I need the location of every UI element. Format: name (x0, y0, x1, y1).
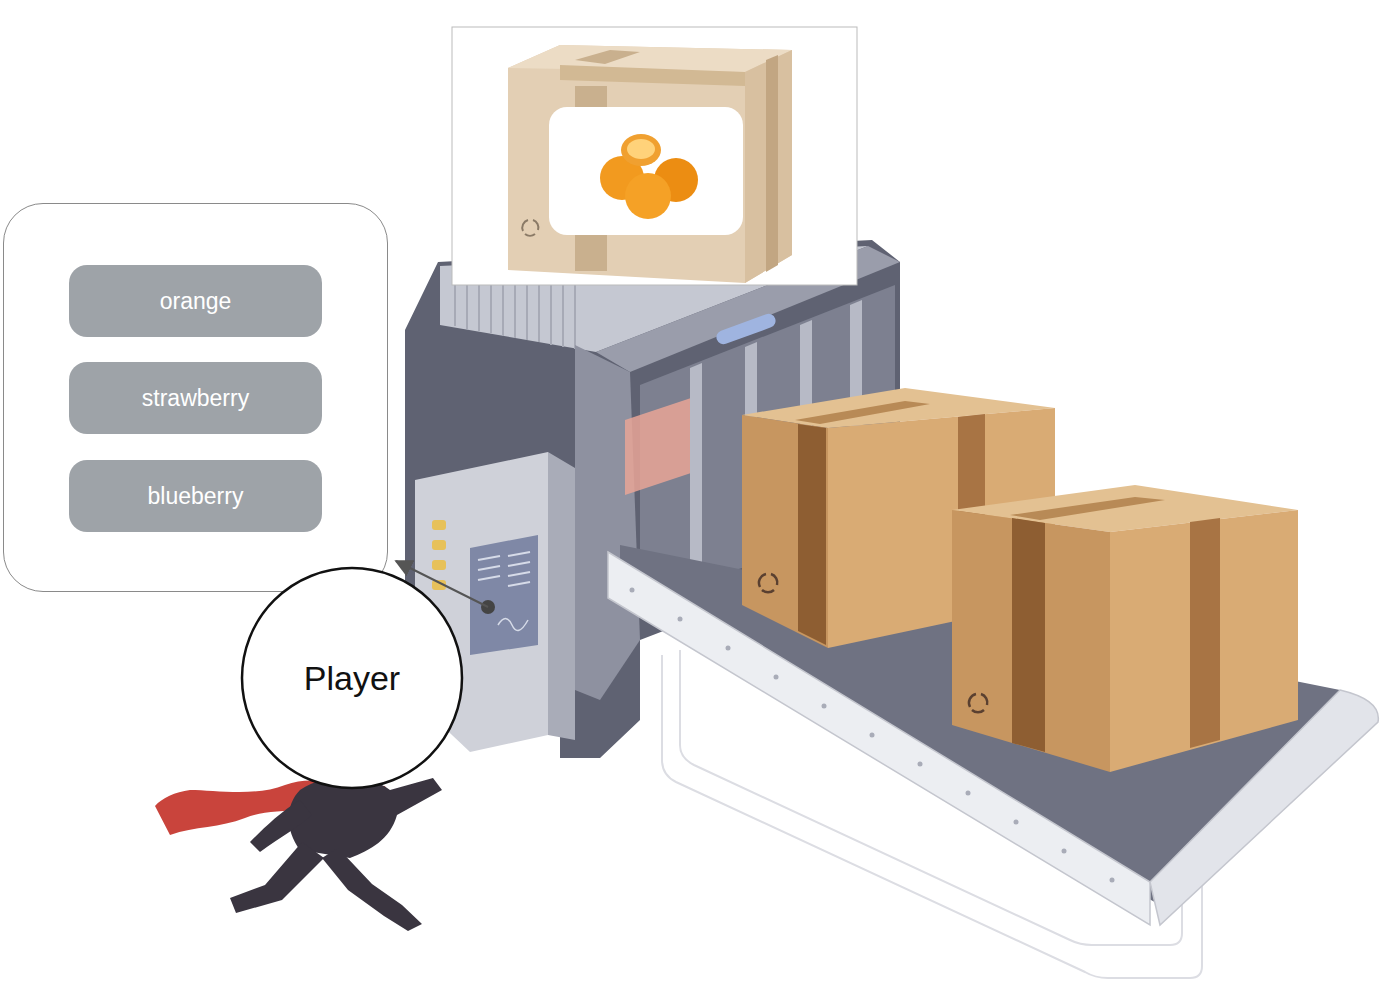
running-figure (322, 848, 422, 931)
option-button: blueberry (69, 460, 322, 532)
recycle-symbol (762, 590, 774, 592)
scanner-machine (478, 576, 500, 580)
product-card (508, 45, 792, 72)
scanner-machine (575, 345, 640, 700)
option-label: orange (160, 288, 232, 315)
scanner-machine (625, 395, 700, 495)
scanner-machine (508, 572, 530, 576)
scanner-machine (508, 562, 530, 566)
conveyor-belt (966, 791, 971, 796)
scanner-machine (478, 556, 500, 560)
scanner-machine (508, 582, 530, 586)
conveyor-belt (1110, 878, 1115, 883)
running-figure (155, 777, 442, 931)
player-circle: Player (240, 566, 464, 790)
option-label: strawberry (142, 385, 249, 412)
scanner-machine (714, 312, 777, 346)
recycle-symbol (969, 694, 987, 712)
cardboard-box (1190, 518, 1220, 748)
conveyor-belt (630, 588, 635, 593)
product-card (452, 27, 857, 285)
scanner-machine (432, 540, 446, 550)
product-card (625, 173, 671, 219)
product-card (525, 234, 535, 236)
conveyor-belt (774, 675, 779, 680)
scanner-machine (432, 560, 446, 570)
product-card (575, 50, 640, 64)
option-button: orange (69, 265, 322, 337)
recycle-symbol (969, 694, 976, 707)
running-figure (289, 777, 442, 858)
cardboard-box (798, 424, 826, 645)
product-card (508, 45, 792, 283)
scanner-machine (432, 520, 446, 530)
conveyor-belt (870, 733, 875, 738)
scanner-machine (548, 452, 575, 740)
scanner-machine (470, 535, 538, 655)
conveyor-belt (1014, 820, 1019, 825)
conveyor-belt (726, 646, 731, 651)
cardboard-box (952, 510, 1110, 772)
conveyor-belt (918, 762, 923, 767)
recycle-symbol (771, 574, 777, 585)
cardboard-box (952, 485, 1298, 772)
recycle-symbol (759, 574, 777, 592)
cardboard-box (1110, 510, 1298, 772)
product-card (533, 220, 538, 230)
cardboard-box (742, 415, 828, 648)
recycle-symbol (972, 710, 984, 712)
product-card (627, 139, 655, 159)
conveyor-belt (1062, 849, 1067, 854)
player-outline (242, 568, 462, 788)
option-label: blueberry (148, 483, 244, 510)
product-card (560, 65, 745, 86)
cardboard-box (1010, 497, 1165, 520)
player-label: Player (304, 659, 400, 698)
product-card (766, 55, 778, 272)
menu-panel: orange strawberry blueberry (3, 203, 388, 592)
product-card (621, 134, 661, 166)
product-card (522, 220, 528, 231)
cardboard-box (795, 401, 930, 424)
scanner-machine (508, 552, 530, 556)
product-card (549, 107, 743, 235)
product-card (452, 27, 857, 285)
recycle-symbol (759, 574, 766, 587)
conveyor-belt (678, 617, 683, 622)
recycle-symbol (759, 574, 987, 712)
scanner-machine (478, 566, 500, 570)
product-card (745, 50, 792, 283)
recycle-symbol (981, 694, 987, 705)
conveyor-belt (822, 704, 827, 709)
scanner-machine (690, 363, 702, 580)
scanner-machine (478, 552, 530, 586)
option-button: strawberry (69, 362, 322, 434)
running-figure (230, 842, 324, 913)
scanner-machine (498, 619, 528, 631)
cardboard-box (1012, 518, 1045, 752)
product-card (522, 220, 538, 236)
